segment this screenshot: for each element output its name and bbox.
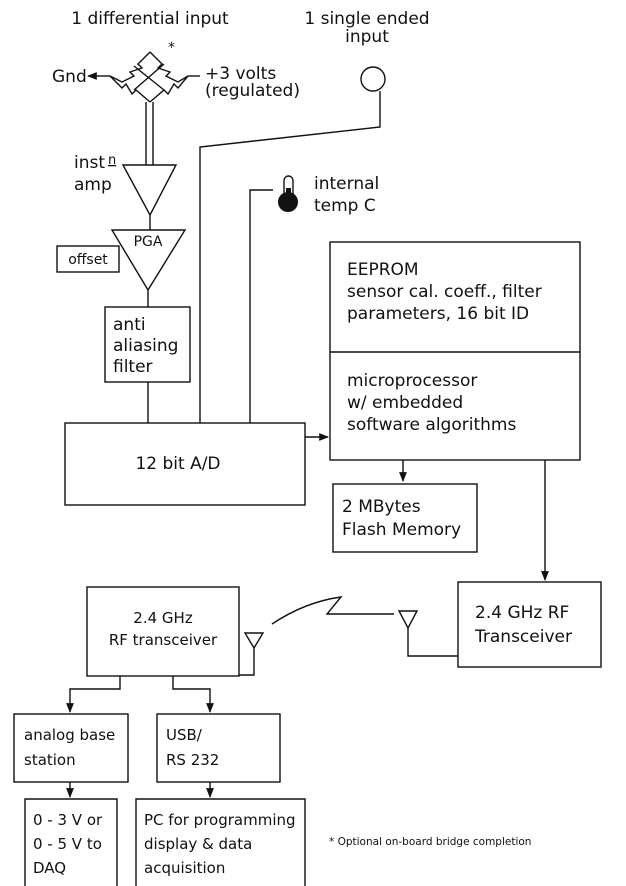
- node-rf-label-1: 2.4 GHz RF: [475, 603, 569, 623]
- internal-temp-label-2: temp C: [314, 196, 376, 216]
- pc-label-3: acquisition: [144, 859, 225, 877]
- single-ended-input-label-2: input: [345, 27, 389, 47]
- thermometer-icon: [278, 175, 298, 212]
- inst-amp-superscript: n: [108, 153, 116, 168]
- base-rf-transceiver-box: [86, 586, 240, 677]
- usb-rs232-box: [156, 713, 281, 783]
- micro-label-1: microprocessor: [347, 371, 477, 391]
- filter-label-3: filter: [113, 357, 153, 377]
- single-ended-input-label-1: 1 single ended: [304, 9, 429, 29]
- eeprom-label-3: parameters, 16 bit ID: [347, 304, 529, 324]
- adc-12bit-box: [64, 422, 306, 506]
- internal-temp-label-1: internal: [314, 174, 379, 194]
- analog-base-station-box: [13, 713, 129, 783]
- eeprom-label-1: EEPROM: [347, 260, 419, 280]
- wheatstone-bridge: [100, 51, 200, 165]
- pga-label: PGA: [134, 234, 163, 250]
- gnd-label: Gnd: [52, 67, 87, 87]
- processor-box: [329, 241, 581, 461]
- instrumentation-amplifier: [121, 164, 178, 217]
- analog-label-2: station: [24, 751, 76, 769]
- daq-label-2: 0 - 5 V to: [33, 835, 102, 853]
- flash-memory-box: [332, 483, 478, 553]
- supply-label-2: (regulated): [205, 81, 300, 101]
- bridge-completion-asterisk: *: [168, 40, 175, 56]
- filter-label-2: aliasing: [113, 336, 178, 356]
- differential-input-label: 1 differential input: [71, 9, 229, 29]
- pga-amplifier: [110, 229, 187, 292]
- single-ended-input-connector: [360, 66, 386, 92]
- usb-label-1: USB/: [166, 726, 203, 744]
- usb-label-2: RS 232: [166, 751, 219, 769]
- flash-label-2: Flash Memory: [342, 520, 461, 540]
- wireless-link: [271, 596, 394, 625]
- inst-amp-label-1: inst: [74, 153, 105, 173]
- filter-label-1: anti: [113, 315, 146, 335]
- pc-label-1: PC for programming: [144, 811, 296, 829]
- single-ended-wire: [199, 91, 381, 423]
- analog-label-1: analog base: [24, 726, 115, 744]
- offset-box: [56, 245, 120, 273]
- base-rf-label-2: RF transceiver: [109, 631, 218, 649]
- supply-label-1: +3 volts: [205, 64, 276, 84]
- micro-label-3: software algorithms: [347, 415, 516, 435]
- rf-to-analog-arrow: [66, 676, 121, 713]
- pc-label-2: display & data: [144, 835, 252, 853]
- node-antenna-icon: [397, 610, 458, 657]
- base-antenna-icon: [238, 632, 265, 676]
- daq-label-1: 0 - 3 V or: [33, 811, 103, 829]
- inst-amp-label-2: amp: [74, 175, 112, 195]
- daq-output-box: [24, 798, 118, 886]
- rf-to-usb-arrow: [172, 676, 214, 713]
- anti-aliasing-filter: [104, 306, 191, 383]
- micro-label-2: w/ embedded: [347, 393, 463, 413]
- temperature-wire: [249, 189, 273, 423]
- node-rf-transceiver-box: [457, 581, 602, 668]
- daq-label-3: DAQ: [33, 859, 66, 877]
- eeprom-label-2: sensor cal. coeff., filter: [347, 282, 542, 302]
- flash-label-1: 2 MBytes: [342, 497, 421, 517]
- pc-box: [135, 798, 306, 886]
- offset-label: offset: [68, 252, 108, 268]
- base-rf-label-1: 2.4 GHz: [133, 609, 193, 627]
- node-rf-label-2: Transceiver: [474, 627, 572, 647]
- bridge-completion-footnote: * Optional on-board bridge completion: [329, 836, 531, 848]
- adc-label: 12 bit A/D: [135, 454, 220, 474]
